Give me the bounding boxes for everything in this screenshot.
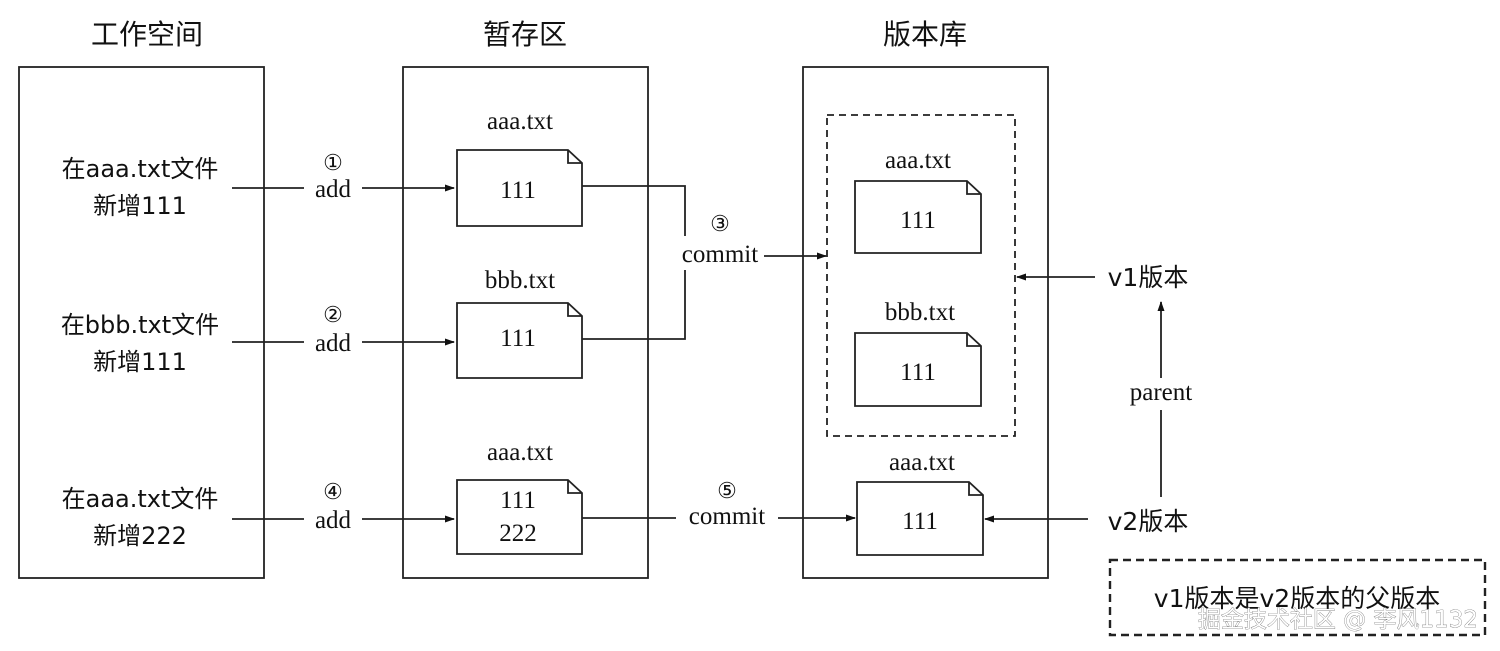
repo-v1-file-bbb-content: 111	[900, 359, 936, 386]
step-3-label: commit	[682, 241, 758, 268]
file-icon	[456, 302, 583, 379]
file-icon	[856, 481, 984, 556]
workspace-action-3: 在aaa.txt文件 新增222	[62, 485, 219, 550]
step-1-label: add	[315, 176, 352, 203]
workspace-action-1-line2: 新增111	[93, 192, 187, 220]
step-4-number: ④	[323, 479, 343, 504]
file-icon	[854, 332, 982, 407]
repo-v1-file-aaa-content: 111	[900, 207, 936, 234]
staging-file-aaa-2: aaa.txt 111 222	[456, 439, 583, 555]
repo-v2-file-aaa-content: 111	[902, 508, 938, 535]
commit-3-bracket-top	[582, 185, 686, 236]
repo-v1-file-aaa: aaa.txt 111	[854, 147, 982, 254]
workspace-action-3-line2: 新增222	[93, 522, 187, 550]
repository-title: 版本库	[883, 18, 967, 51]
repo-v1-file-aaa-name: aaa.txt	[885, 147, 951, 174]
workspace-title: 工作空间	[91, 18, 203, 51]
workspace-action-1-line1: 在aaa.txt文件	[62, 155, 219, 183]
v1-version-group	[826, 114, 1016, 437]
repo-v2-file-aaa-name: aaa.txt	[889, 449, 955, 476]
staging-file-aaa: aaa.txt 111	[456, 108, 583, 227]
repository-box	[802, 66, 1049, 579]
note-box	[1108, 558, 1487, 637]
commit-3-bracket-bottom	[582, 270, 686, 340]
watermark: 掘金技术社区 @ 李风1132	[1198, 607, 1478, 633]
workspace-action-2-line1: 在bbb.txt文件	[61, 311, 219, 339]
step-2-label: add	[315, 330, 352, 357]
staging-file-aaa-content: 111	[500, 177, 536, 204]
staging-box	[402, 66, 649, 579]
note-text: v1版本是v2版本的父版本	[1154, 584, 1440, 613]
staging-file-aaa-2-name: aaa.txt	[487, 439, 553, 466]
file-icon	[456, 479, 583, 555]
step-2-number: ②	[323, 302, 343, 327]
workspace-action-1: 在aaa.txt文件 新增111	[62, 155, 219, 220]
repo-v1-file-bbb: bbb.txt 111	[854, 299, 982, 407]
parent-label: parent	[1130, 379, 1193, 406]
step-4-label: add	[315, 507, 352, 534]
staging-title: 暂存区	[483, 18, 567, 51]
staging-file-aaa-2-content-line1: 111	[500, 487, 536, 514]
workspace-action-2-line2: 新增111	[93, 348, 187, 376]
workspace-box	[18, 66, 265, 579]
workspace-action-3-line1: 在aaa.txt文件	[62, 485, 219, 513]
step-5-label: commit	[689, 503, 765, 530]
staging-file-bbb-content: 111	[500, 325, 536, 352]
staging-file-aaa-name: aaa.txt	[487, 108, 553, 135]
workspace-action-2: 在bbb.txt文件 新增111	[61, 311, 219, 376]
step-1-number: ①	[323, 150, 343, 175]
staging-file-aaa-2-content-line2: 222	[499, 520, 537, 547]
repo-v1-file-bbb-name: bbb.txt	[885, 299, 955, 326]
repo-v2-file-aaa: aaa.txt 111	[856, 449, 984, 556]
staging-file-bbb-name: bbb.txt	[485, 267, 555, 294]
file-icon	[854, 180, 982, 254]
file-icon	[456, 149, 583, 227]
step-3-number: ③	[710, 211, 730, 236]
step-5-number: ⑤	[717, 478, 737, 503]
staging-file-bbb: bbb.txt 111	[456, 267, 583, 379]
v2-version-label: v2版本	[1108, 507, 1189, 536]
v1-version-label: v1版本	[1108, 263, 1189, 292]
